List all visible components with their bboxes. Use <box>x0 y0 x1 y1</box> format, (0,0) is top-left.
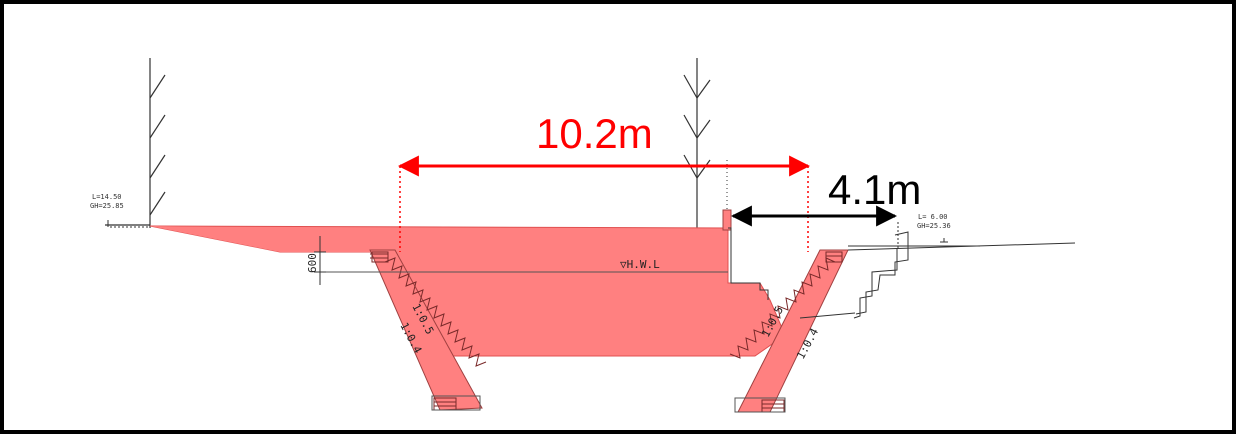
dimension-main-label: 10.2m <box>536 110 653 157</box>
hwl-label: ▽H.W.L <box>620 258 660 271</box>
left-ground: L=14.50 GH=25.85 <box>90 193 150 228</box>
dimension-4-1m: 4.1m <box>730 166 921 227</box>
channel-fill <box>149 209 849 413</box>
hwl-marker: ▽H.W.L <box>318 258 728 273</box>
right-station-gh-label: GH=25.36 <box>917 222 951 230</box>
footings <box>431 395 786 413</box>
left-station-gh-label: GH=25.85 <box>90 202 124 210</box>
right-bank: L= 6.00 GH=25.36 <box>799 213 1076 319</box>
center-vertical-pole <box>683 58 711 228</box>
freeboard-label: 600 <box>306 253 319 273</box>
dimension-10-2m: 10.2m <box>397 110 811 252</box>
left-station-l-label: L=14.50 <box>92 193 122 201</box>
dimension-side-label: 4.1m <box>828 166 921 213</box>
freeboard-dimension: 600 <box>306 236 326 285</box>
left-vertical-pole <box>149 58 166 228</box>
right-wall <box>726 160 769 300</box>
right-station-l-label: L= 6.00 <box>918 213 948 221</box>
